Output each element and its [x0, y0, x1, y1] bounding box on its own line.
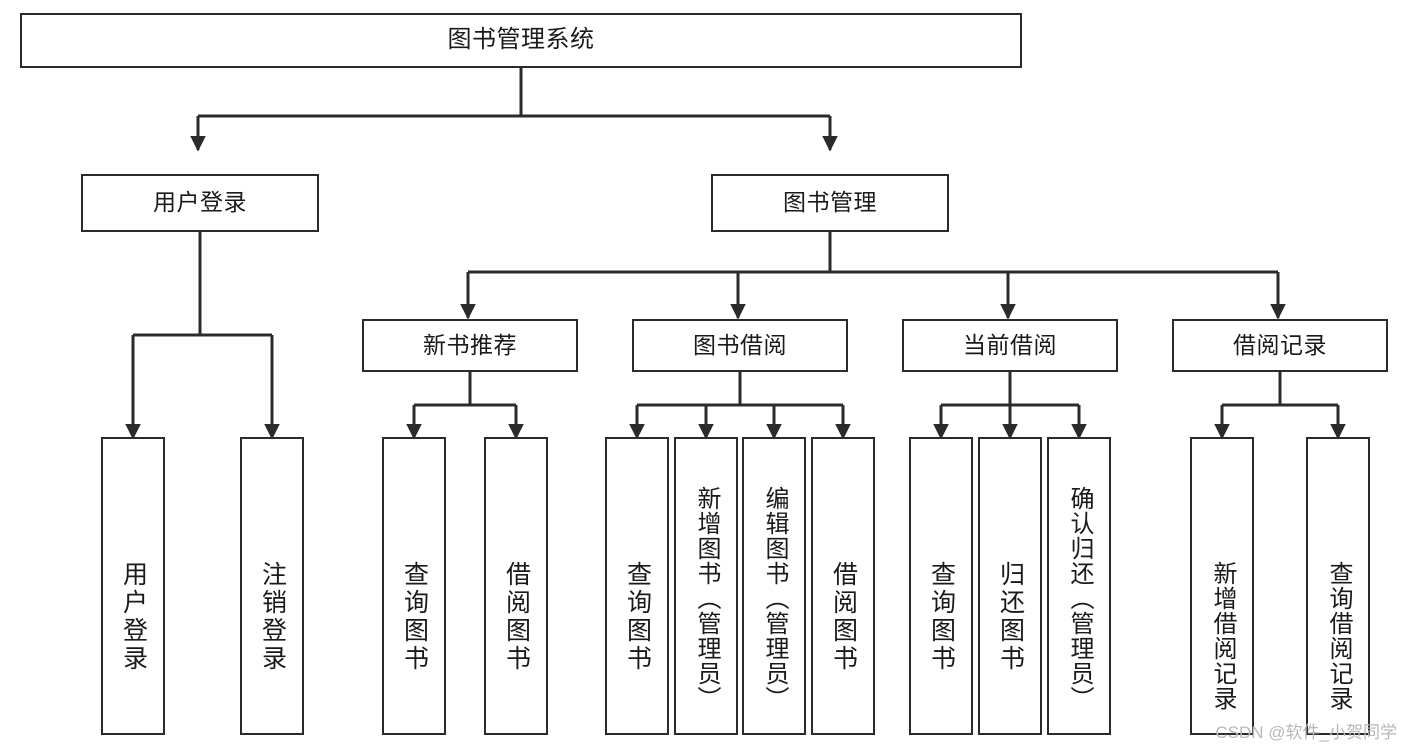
node-book-management[interactable]: 图书管理: [711, 174, 949, 232]
leaf-add-borrow-record[interactable]: 新增借阅记录: [1190, 437, 1254, 735]
node-label: 新增借阅记录: [1209, 561, 1236, 711]
leaf-confirm-return-admin[interactable]: 确认归还（管理员）: [1047, 437, 1111, 735]
node-label: 图书管理: [783, 189, 877, 216]
node-new-book-recommend[interactable]: 新书推荐: [362, 319, 578, 372]
node-label: 用户登录: [153, 189, 247, 216]
leaf-query-borrow-record[interactable]: 查询借阅记录: [1306, 437, 1370, 735]
node-book-borrow[interactable]: 图书借阅: [632, 319, 848, 372]
leaf-return-book[interactable]: 归还图书: [978, 437, 1042, 735]
leaf-borrow-book[interactable]: 借阅图书: [811, 437, 875, 735]
node-borrow-record[interactable]: 借阅记录: [1172, 319, 1388, 372]
node-label: 归还图书: [996, 561, 1025, 673]
leaf-borrow-book-recommend[interactable]: 借阅图书: [484, 437, 548, 735]
node-label: 查询图书: [400, 561, 429, 673]
node-current-borrow[interactable]: 当前借阅: [902, 319, 1118, 372]
node-label: 注销登录: [258, 561, 287, 673]
node-label: 新增图书（管理员）: [693, 486, 720, 711]
node-label: 借阅图书: [502, 561, 531, 673]
node-label: 借阅图书: [829, 561, 858, 673]
node-label: 编辑图书（管理员）: [761, 486, 788, 711]
node-root-system[interactable]: 图书管理系统: [20, 13, 1022, 68]
leaf-add-book-admin[interactable]: 新增图书（管理员）: [674, 437, 738, 735]
node-label: 查询图书: [623, 561, 652, 673]
node-label: 新书推荐: [423, 331, 517, 358]
watermark: CSDN @软件_小贺同学: [1215, 723, 1397, 742]
node-label: 用户登录: [119, 561, 148, 673]
node-label: 确认归还（管理员）: [1066, 486, 1093, 711]
node-label: 图书借阅: [693, 331, 787, 358]
node-user-login[interactable]: 用户登录: [81, 174, 319, 232]
leaf-query-book-recommend[interactable]: 查询图书: [382, 437, 446, 735]
node-label: 查询图书: [927, 561, 956, 673]
node-label: 借阅记录: [1233, 331, 1327, 358]
leaf-query-book-current[interactable]: 查询图书: [909, 437, 973, 735]
leaf-user-login[interactable]: 用户登录: [101, 437, 165, 735]
node-label: 图书管理系统: [447, 26, 595, 54]
leaf-edit-book-admin[interactable]: 编辑图书（管理员）: [742, 437, 806, 735]
node-label: 当前借阅: [963, 331, 1057, 358]
leaf-user-logout[interactable]: 注销登录: [240, 437, 304, 735]
leaf-query-book-borrow[interactable]: 查询图书: [605, 437, 669, 735]
node-label: 查询借阅记录: [1325, 561, 1352, 711]
